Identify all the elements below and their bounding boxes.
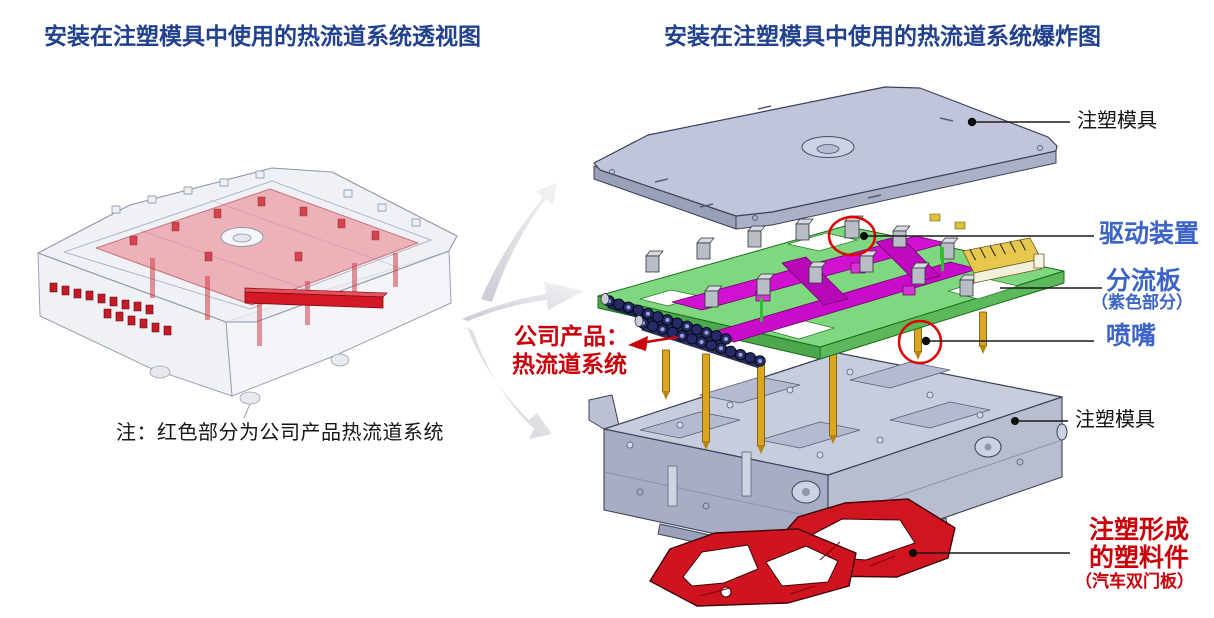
callout-arrow xyxy=(628,335,679,351)
highlight-circle-nozzle xyxy=(897,319,943,365)
explode-arrows xyxy=(462,183,584,439)
mold-feet xyxy=(149,353,350,405)
leader-lines xyxy=(866,121,1102,554)
note-text: 注：红色部分为公司产品热流道系统 xyxy=(116,422,444,444)
plastic-part xyxy=(649,498,956,607)
guide-bushings xyxy=(791,423,1068,504)
callout-line2: 热流道系统 xyxy=(512,352,627,377)
nozzle-pins xyxy=(662,311,987,454)
label-nozzle: 喷嘴 xyxy=(1106,323,1157,350)
leader-dots xyxy=(860,117,1019,557)
label-top-mold: 注塑模具 xyxy=(1077,110,1157,132)
top-mold-plate xyxy=(593,86,1058,230)
nozzle-bank xyxy=(600,293,766,369)
hot-runner-inside-red xyxy=(49,188,419,346)
label-drive: 驱动装置 xyxy=(1099,221,1200,248)
perspective-view xyxy=(37,167,458,419)
label-manifold-note: （紫色部分） xyxy=(1091,293,1193,312)
label-molded-part-line2: 的塑料件 xyxy=(1089,545,1190,572)
label-molded-part-line1: 注塑形成 xyxy=(1089,517,1190,544)
plate-slots xyxy=(654,105,954,208)
label-bottom-mold: 注塑模具 xyxy=(1075,409,1155,431)
left-view-title: 安装在注塑模具中使用的热流道系统透视图 xyxy=(44,24,481,49)
right-view-title: 安装在注塑模具中使用的热流道系统爆炸图 xyxy=(664,24,1101,49)
hot-runner-assembly xyxy=(597,213,1065,454)
label-molded-part-note: （汽车双门板） xyxy=(1075,572,1194,591)
wiring-rail xyxy=(962,237,1045,284)
drive-units xyxy=(645,213,1006,322)
nozzle-row-red xyxy=(49,282,172,336)
mold-clamps xyxy=(111,170,421,227)
label-manifold: 分流板 xyxy=(1106,268,1182,295)
callout-line1: 公司产品： xyxy=(514,324,629,349)
